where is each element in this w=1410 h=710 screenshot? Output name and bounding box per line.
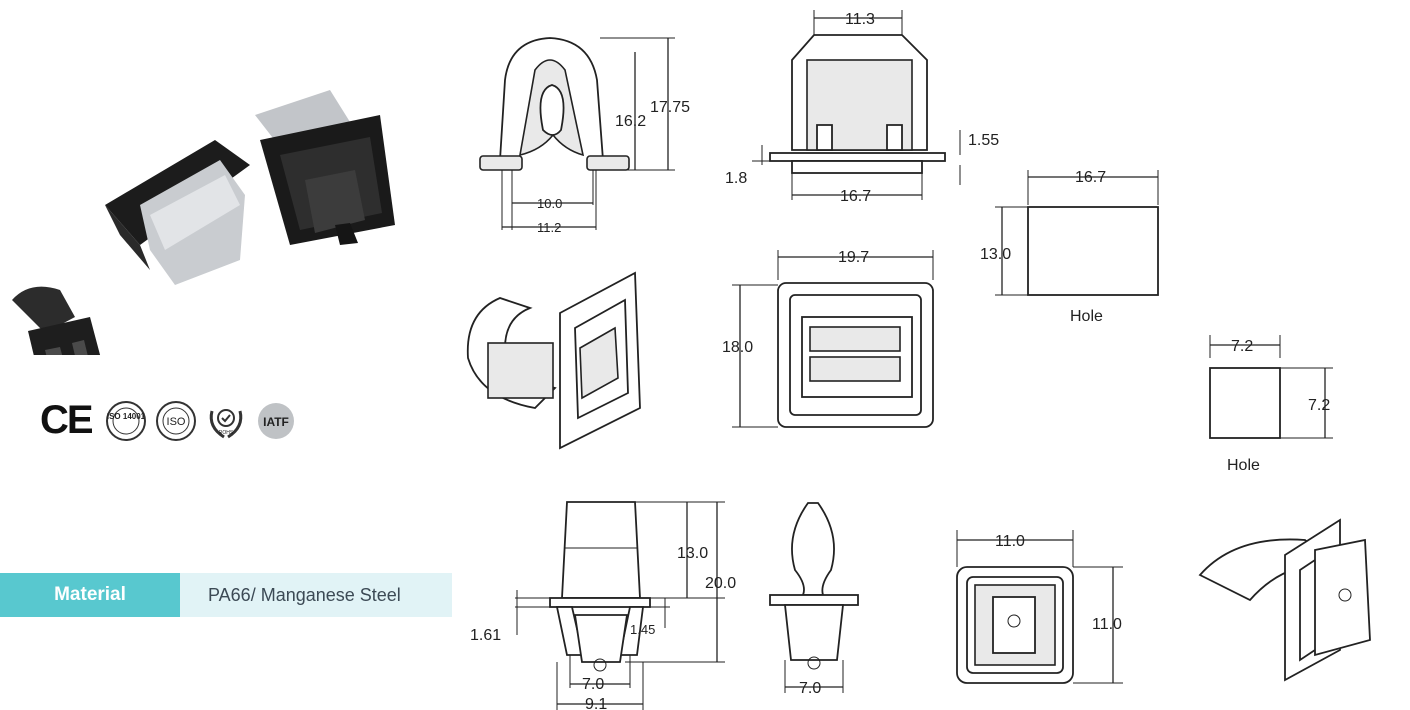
- material-label: Material: [0, 573, 180, 617]
- material-row: Material PA66/ Manganese Steel: [0, 573, 452, 617]
- hole-b-label: Hole: [1227, 457, 1260, 474]
- dim-flange-left: 1.8: [725, 170, 747, 187]
- svg-text:ROHS: ROHS: [218, 430, 233, 436]
- svg-text:ISO: ISO: [166, 416, 185, 428]
- clip-a-front-drawing: 11.3 1.8 1.55 16.7: [725, 10, 999, 205]
- pin-top-drawing: 11.0 11.0: [956, 530, 1123, 684]
- dim-flange-right: 1.55: [968, 132, 999, 149]
- dim-width-base: 11.2: [537, 220, 561, 235]
- large-clip-photo: [255, 90, 395, 245]
- dim-hole-a-height: 13.0: [980, 246, 1011, 263]
- clip-b-top-drawing: 19.7 18.0: [722, 249, 934, 428]
- small-clip-photo: [12, 286, 101, 355]
- hole-b-drawing: 7.2 7.2 Hole: [1209, 335, 1333, 474]
- pin-front-drawing: 13.0 20.0 1.61 1.45 7.0 9.1: [470, 501, 736, 710]
- dim-pin-left-step: 1.61: [470, 627, 501, 644]
- svg-text:ISO 14001: ISO 14001: [106, 412, 145, 421]
- dim-pin-right-step: 1.45: [630, 622, 655, 637]
- iso14001-seal-icon: ISO 14001: [105, 400, 146, 441]
- dim-pin-top-width: 11.0: [995, 533, 1025, 550]
- certification-logos: CE ISO 14001 ISO ROHS IATF: [40, 398, 298, 443]
- product-photo: [12, 90, 395, 355]
- medium-clip-photo: [105, 140, 250, 285]
- dim-pin-side-width: 7.0: [799, 680, 821, 697]
- dim-top-width: 11.3: [845, 11, 875, 28]
- rohs-laurel-icon: ROHS: [209, 408, 242, 438]
- iatf-globe-icon: IATF: [257, 402, 294, 439]
- material-value: PA66/ Manganese Steel: [180, 573, 452, 617]
- dim-pin-inner: 7.0: [582, 676, 604, 693]
- pin-side-drawing: 7.0: [769, 502, 859, 697]
- clip-a-side-drawing: 16.2 17.75 10.0 11.2: [479, 37, 690, 235]
- dim-pin-upper: 13.0: [677, 545, 708, 562]
- iso-seal-icon: ISO: [155, 400, 196, 441]
- dim-clip-b-width: 19.7: [838, 249, 869, 266]
- dim-height-total: 17.75: [650, 99, 690, 116]
- dim-pin-total: 20.0: [705, 575, 736, 592]
- dim-pin-top-height: 11.0: [1092, 616, 1122, 633]
- dim-pin-outer: 9.1: [585, 696, 607, 710]
- hole-a-label: Hole: [1070, 308, 1103, 325]
- dim-base-width: 16.7: [840, 188, 871, 205]
- dim-hole-a-width: 16.7: [1075, 169, 1106, 186]
- svg-text:IATF: IATF: [263, 415, 289, 429]
- dim-hole-b-width: 7.2: [1231, 338, 1253, 355]
- dim-width-inner: 10.0: [537, 196, 562, 211]
- dim-height-inner: 16.2: [615, 113, 646, 130]
- hole-b-rect: [1209, 367, 1281, 439]
- hole-a-rect: [1027, 206, 1159, 296]
- dim-hole-b-height: 7.2: [1308, 397, 1330, 414]
- hole-a-drawing: 16.7 13.0 Hole: [980, 169, 1159, 325]
- ce-mark: CE: [40, 398, 94, 442]
- dim-clip-b-height: 18.0: [722, 339, 753, 356]
- clip-b-iso-drawing: [466, 271, 641, 450]
- pin-iso-drawing: [1198, 518, 1371, 682]
